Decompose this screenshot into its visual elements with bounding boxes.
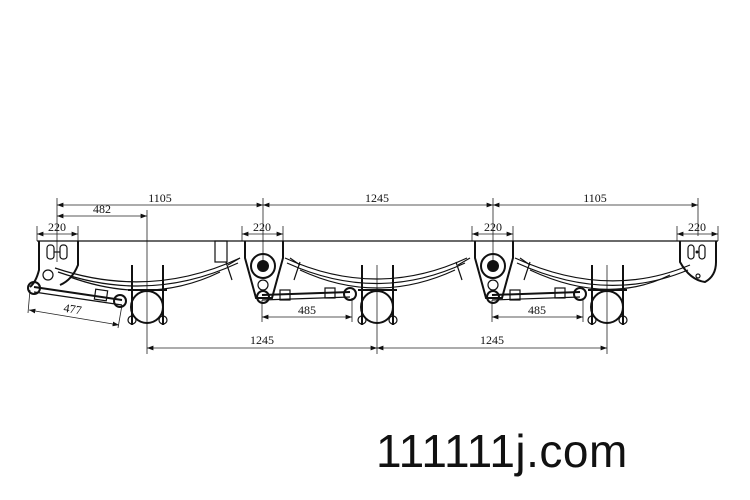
- dim-label-1105-right: 1105: [583, 191, 607, 205]
- axle-1: [127, 265, 168, 325]
- torque-rod-middle: [256, 287, 357, 304]
- dim-label-220-1: 220: [48, 220, 66, 234]
- dim-label-477: 477: [63, 301, 83, 318]
- dim-label-482: 482: [93, 202, 111, 216]
- dim-label-220-4: 220: [688, 220, 706, 234]
- front-hanger: [29, 241, 79, 288]
- watermark: 111111j.com: [376, 425, 628, 477]
- dim-label-220-2: 220: [253, 220, 271, 234]
- axle-2: [357, 265, 398, 325]
- dim-label-485-rear: 485: [528, 303, 546, 317]
- dim-label-485-middle: 485: [298, 303, 316, 317]
- dim-label-1245-bottom-left: 1245: [250, 333, 274, 347]
- leaf-springs: [54, 257, 691, 291]
- dim-label-1245-top: 1245: [365, 191, 389, 205]
- rear-hanger: [679, 241, 717, 284]
- dim-label-1245-bottom-right: 1245: [480, 333, 504, 347]
- equalizer-hanger-2: [455, 241, 531, 299]
- dim-label-1105-left: 1105: [148, 191, 172, 205]
- equalizer-hanger-1: [225, 241, 301, 299]
- axle-3: [587, 265, 628, 325]
- torque-rod-front: [27, 281, 127, 308]
- torque-rod-rear: [486, 287, 587, 304]
- dimension-lines: [28, 202, 718, 351]
- frame-crossmember: [214, 240, 228, 263]
- dim-label-220-3: 220: [484, 220, 502, 234]
